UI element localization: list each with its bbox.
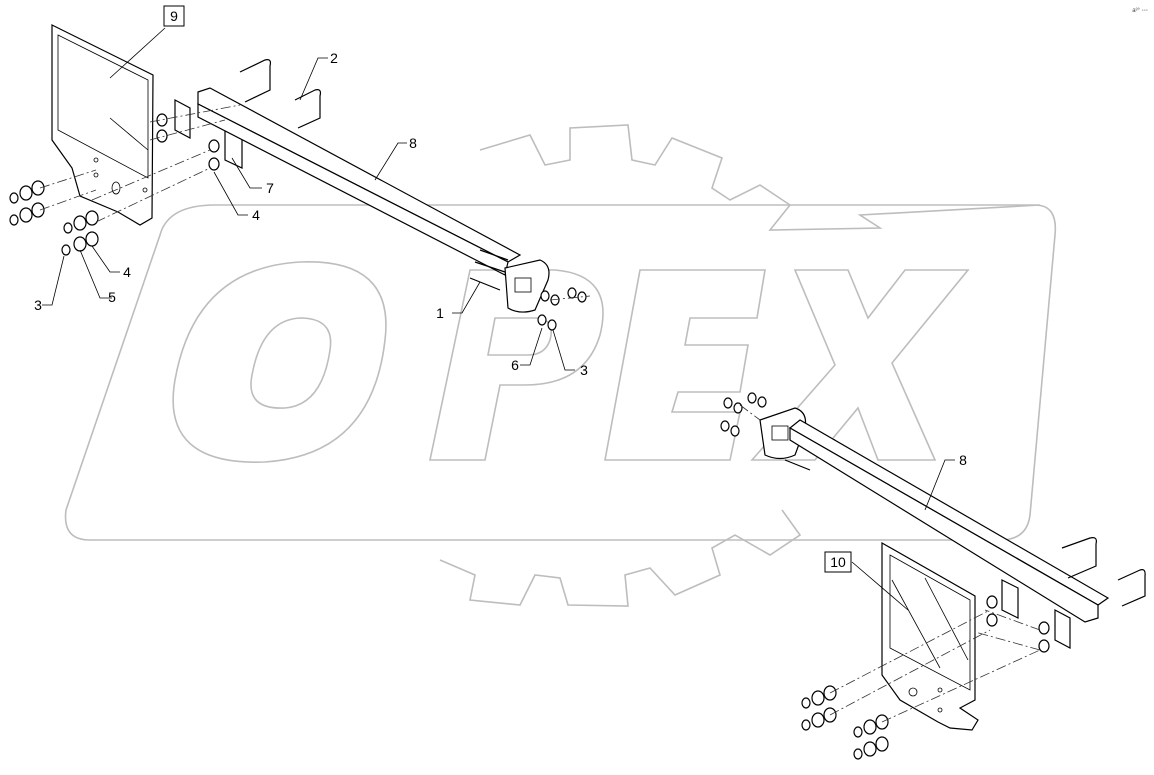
callout-9: 9	[170, 8, 178, 24]
right-brackets	[986, 579, 1071, 653]
callout-1: 1	[436, 305, 444, 321]
callout-6: 6	[511, 357, 519, 373]
callout-2: 2	[330, 50, 338, 66]
callout-10: 10	[830, 554, 846, 570]
u-bolts-lower	[1061, 537, 1146, 607]
left-plate-hole	[142, 187, 148, 193]
right-square-tube	[788, 419, 1110, 623]
u-bolt	[1061, 537, 1097, 579]
left-brackets	[156, 99, 243, 171]
u-bolts-upper	[239, 59, 322, 129]
watermark-plate-outline	[64, 204, 1057, 541]
tube-top	[788, 419, 1110, 606]
callout-3-center: 3	[580, 362, 588, 378]
flange-square-hole	[771, 425, 789, 441]
callout-4-left: 4	[123, 264, 131, 280]
tube-top	[197, 87, 522, 263]
callout-3-left: 3	[34, 297, 42, 313]
assembly-centerlines	[39, 104, 1041, 723]
callout-4-right: 4	[252, 207, 260, 223]
left-plate-outline	[51, 24, 154, 226]
callout-7: 7	[266, 180, 274, 196]
right-plate-hole	[908, 687, 918, 697]
watermark-letter-x	[750, 269, 970, 461]
u-bolt	[294, 89, 322, 129]
watermark-letter-e	[604, 269, 766, 461]
left-plate-panel	[57, 34, 149, 179]
left-plate-fold-line	[109, 117, 149, 151]
right-reflector-plate	[881, 541, 979, 731]
left-fastener-stack	[9, 180, 99, 256]
flange-bolts	[469, 249, 509, 291]
left-reflector-plate	[51, 24, 154, 226]
watermark-gear-outline	[439, 124, 1041, 607]
right-plate-panel	[889, 554, 971, 691]
callout-5: 5	[108, 289, 116, 305]
right-plate-outline	[881, 541, 979, 731]
bracket-upper	[174, 99, 191, 139]
callout-8-upper: 8	[409, 135, 417, 151]
corner-reference-mark: a³° ◦◦◦	[1132, 8, 1148, 14]
u-bolt	[239, 59, 272, 103]
opex-watermark	[64, 124, 1057, 607]
left-plate-slot	[111, 181, 121, 195]
tube-side	[789, 426, 1099, 623]
flange-plate	[504, 259, 550, 313]
right-plate-stripe	[924, 577, 969, 661]
right-fastener-stack	[801, 685, 889, 760]
callout-labels: 9 2 8 7 4 4 3 5 1 6 3 8 10	[34, 5, 967, 573]
watermark-letter-o	[172, 261, 387, 463]
callout-box-10	[824, 551, 852, 573]
callout-8-lower: 8	[959, 452, 967, 468]
callout-box-9	[163, 5, 185, 27]
left-square-tube	[197, 87, 522, 276]
u-bolt	[1117, 569, 1146, 607]
callout-leaders	[42, 27, 955, 611]
left-plate-hole	[93, 157, 99, 163]
flange-square-hole	[514, 277, 532, 293]
left-plate-hole	[93, 172, 99, 178]
tube-side	[197, 103, 509, 276]
right-plate-stripe	[891, 579, 941, 669]
